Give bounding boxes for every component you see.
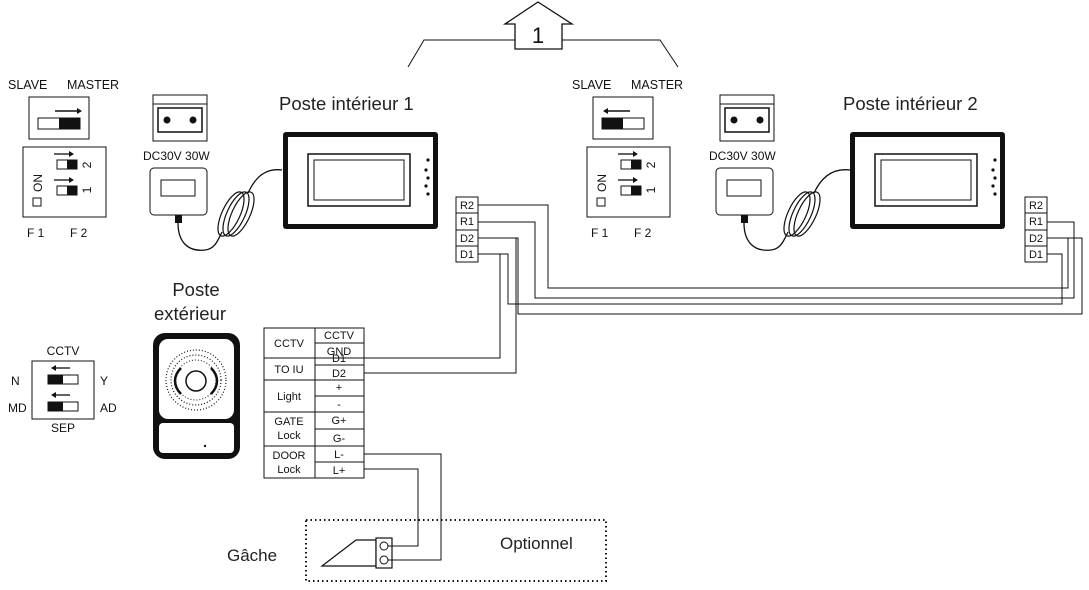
terminal-r2: R2	[1029, 200, 1043, 212]
dip-f2-label: F 2	[70, 226, 88, 240]
ad-label: AD	[100, 401, 117, 415]
indoor1-monitor	[283, 132, 438, 229]
group-light: Light	[277, 391, 301, 403]
slave-label: SLAVE	[8, 78, 47, 92]
indoor1-master-slave-switch: SLAVE MASTER	[8, 78, 119, 140]
dip-num-1: 1	[80, 186, 94, 193]
y-label: Y	[100, 374, 108, 388]
group-door-lock: Lock	[277, 464, 301, 476]
pin-g-minus: G-	[333, 433, 346, 445]
pin-l-plus: L+	[333, 465, 346, 477]
stacking-arrow: 1	[407, 1, 679, 68]
group-gate: GATE	[274, 416, 303, 428]
indoor2-power-socket-icon	[719, 94, 775, 142]
dip-num-2: 2	[80, 161, 94, 168]
pin-plus: +	[336, 382, 342, 394]
door-strike-icon	[320, 537, 393, 569]
cctv-label: CCTV	[47, 344, 80, 358]
dip-f1-label: F 1	[27, 226, 45, 240]
outdoor-title-line2: extérieur	[154, 303, 226, 324]
lock-wiring	[364, 453, 442, 561]
terminal-d2: D2	[460, 233, 474, 245]
indoor1-dip-switch: 2 1 ON F 1 F 2	[22, 146, 107, 240]
lock-label: Gâche	[227, 546, 277, 565]
outdoor-bus-wiring	[364, 237, 517, 374]
indoor1-power-label: DC30V 30W	[143, 149, 210, 163]
pin-l-minus: L-	[334, 449, 344, 461]
md-label: MD	[8, 401, 27, 415]
group-door: DOOR	[273, 450, 306, 462]
pin-d1: D1	[332, 353, 346, 365]
n-label: N	[11, 374, 20, 388]
pin-minus: -	[337, 399, 341, 411]
master-label: MASTER	[67, 78, 119, 92]
pin-d2: D2	[332, 368, 346, 380]
bus-wiring	[478, 204, 1083, 315]
outdoor-station-icon	[153, 333, 240, 459]
indoor2-power-label: DC30V 30W	[709, 149, 776, 163]
arrow-number: 1	[532, 23, 544, 48]
indoor2-master-slave-switch: SLAVE MASTER	[572, 78, 683, 140]
group-cctv: CCTV	[274, 338, 305, 350]
slave-label: SLAVE	[572, 78, 611, 92]
indoor1-power-socket-icon	[152, 94, 208, 142]
outdoor-title-line1: Poste	[172, 279, 219, 300]
indoor1-adapter-icon	[149, 167, 283, 251]
group-to-iu: TO IU	[274, 364, 303, 376]
dip-f1-label: F 1	[591, 226, 609, 240]
terminal-r1: R1	[1029, 216, 1043, 228]
master-label: MASTER	[631, 78, 683, 92]
optional-area	[305, 519, 607, 582]
indoor2-adapter-icon	[715, 167, 851, 251]
pin-cctv: CCTV	[324, 330, 355, 342]
indoor2-terminal-block: R2 R1 D2 D1	[1024, 196, 1048, 263]
dip-on-label: ON	[31, 174, 45, 192]
indoor1-terminal-block: R2 R1 D2 D1	[455, 196, 479, 263]
dip-num-1: 1	[644, 186, 658, 193]
indoor2-title: Poste intérieur 2	[843, 93, 978, 114]
terminal-r1: R1	[460, 216, 474, 228]
terminal-d2: D2	[1029, 233, 1043, 245]
cctv-sep-switch: CCTV N Y MD AD SEP	[8, 344, 117, 435]
outdoor-terminal-table: CCTV CCTV GND TO IU D1 D2 Light + - GATE…	[263, 327, 365, 479]
sep-label: SEP	[51, 421, 75, 435]
pin-gnd: GND	[327, 346, 352, 358]
dip-f2-label: F 2	[634, 226, 652, 240]
group-gate-lock: Lock	[277, 430, 301, 442]
pin-g-plus: G+	[332, 415, 347, 427]
terminal-d1: D1	[460, 249, 474, 261]
indoor2-monitor	[850, 132, 1005, 229]
dip-num-2: 2	[644, 161, 658, 168]
terminal-d1: D1	[1029, 249, 1043, 261]
terminal-r2: R2	[460, 200, 474, 212]
indoor1-title: Poste intérieur 1	[279, 93, 414, 114]
dip-on-label: ON	[595, 174, 609, 192]
indoor2-dip-switch: 2 1 ON F 1 F 2	[586, 146, 671, 240]
optional-label: Optionnel	[500, 534, 573, 553]
